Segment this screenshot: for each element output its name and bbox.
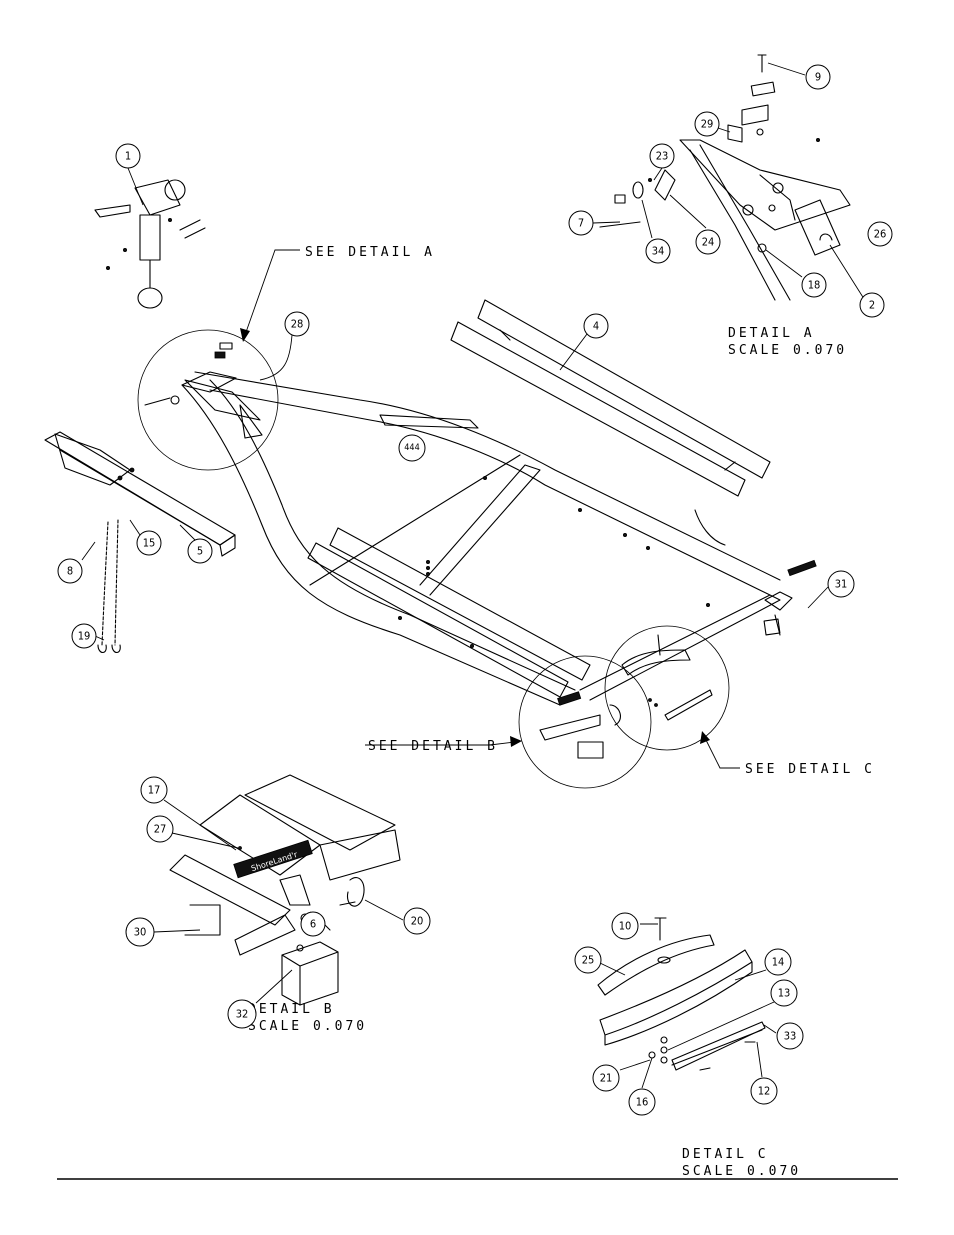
svg-text:31: 31 (835, 578, 848, 591)
svg-text:15: 15 (143, 537, 156, 550)
detail-b-title: DETAIL B (248, 1002, 335, 1017)
balloon-27: 27 (146, 815, 174, 843)
detail-b-view: ShoreLand'r (169, 774, 401, 1006)
balloon-14: 14 (764, 948, 792, 976)
callout-labels: SEE DETAIL A SEE DETAIL B SEE DETAIL C (305, 245, 875, 777)
detail-c-view (597, 917, 766, 1071)
balloon-4: 4 (583, 313, 609, 339)
balloon-20: 20 (403, 907, 431, 935)
balloon-26: 26 (867, 221, 893, 247)
svg-text:444: 444 (404, 443, 419, 453)
detail-a-title: DETAIL A (728, 326, 815, 341)
balloon-8: 8 (57, 558, 83, 584)
balloon-19: 19 (71, 623, 97, 649)
balloon-28: 28 (284, 311, 310, 337)
bunk-boards-lower (307, 527, 591, 698)
balloon-13: 13 (770, 979, 798, 1007)
see-detail-b-label: SEE DETAIL B (368, 739, 498, 754)
svg-text:16: 16 (636, 1096, 649, 1109)
see-detail-a-label: SEE DETAIL A (305, 245, 435, 260)
balloon-18: 18 (801, 272, 827, 298)
svg-text:1: 1 (125, 150, 131, 163)
balloon-34: 34 (645, 238, 671, 264)
svg-text:21: 21 (600, 1072, 613, 1085)
svg-text:23: 23 (656, 150, 669, 163)
detail-c-scale: SCALE 0.070 (682, 1164, 801, 1179)
winch-assembly (94, 179, 206, 309)
detail-b-scale: SCALE 0.070 (248, 1019, 367, 1034)
svg-text:12: 12 (758, 1085, 771, 1098)
safety-chains (97, 519, 121, 654)
svg-text:13: 13 (778, 987, 791, 1000)
svg-text:25: 25 (582, 954, 595, 967)
balloon-25: 25 (574, 946, 602, 974)
svg-text:5: 5 (197, 545, 203, 558)
balloon-5: 5 (187, 538, 213, 564)
svg-text:33: 33 (784, 1030, 797, 1043)
svg-text:17: 17 (148, 784, 161, 797)
detail-c-circle (604, 625, 730, 751)
svg-text:32: 32 (236, 1008, 249, 1021)
svg-text:4: 4 (593, 320, 599, 333)
svg-text:26: 26 (874, 228, 887, 241)
balloon-32: 32 (227, 999, 257, 1029)
bunk-boards-upper (450, 299, 771, 497)
balloon-7: 7 (568, 210, 594, 236)
svg-text:30: 30 (134, 926, 147, 939)
balloon-9: 9 (805, 64, 831, 90)
callout-leaders (240, 249, 740, 769)
balloon-33: 33 (776, 1022, 804, 1050)
balloon-15: 15 (136, 530, 162, 556)
detail-c-title: DETAIL C (682, 1147, 769, 1162)
svg-text:8: 8 (67, 565, 73, 578)
svg-text:28: 28 (291, 318, 304, 331)
svg-text:20: 20 (411, 915, 424, 928)
balloon-31: 31 (827, 570, 855, 598)
balloon-2: 2 (859, 292, 885, 318)
svg-text:27: 27 (154, 823, 167, 836)
balloon-10: 10 (611, 912, 639, 940)
svg-text:19: 19 (78, 630, 91, 643)
svg-text:14: 14 (772, 956, 785, 969)
balloon-17: 17 (140, 776, 168, 804)
svg-text:18: 18 (808, 279, 821, 292)
tongue-assembly (44, 431, 236, 557)
detail-b-circle (518, 655, 652, 789)
balloon-21: 21 (592, 1064, 620, 1092)
balloon-30: 30 (125, 917, 155, 947)
detail-a-scale: SCALE 0.070 (728, 343, 847, 358)
svg-text:10: 10 (619, 920, 632, 933)
balloon-6: 6 (300, 911, 326, 937)
svg-text:6: 6 (310, 918, 316, 931)
see-detail-c-label: SEE DETAIL C (745, 762, 875, 777)
balloon-29: 29 (694, 111, 720, 137)
svg-text:29: 29 (701, 118, 714, 131)
svg-text:24: 24 (702, 236, 715, 249)
balloon-12: 12 (750, 1077, 778, 1105)
balloon-24: 24 (695, 229, 721, 255)
trailer-frame (181, 371, 817, 706)
leader-lines (81, 62, 867, 1089)
svg-text:34: 34 (652, 245, 665, 258)
balloon-23: 23 (649, 143, 675, 169)
balloon-16: 16 (628, 1088, 656, 1116)
detail-a-circle (137, 329, 279, 471)
balloon-444: 444 (398, 434, 426, 462)
svg-text:7: 7 (578, 217, 584, 230)
balloon-1: 1 (115, 143, 141, 169)
part-balloons: 1 2 4 5 6 7 8 9 10 12 13 14 15 16 17 18 … (57, 64, 893, 1116)
detail-a-view (599, 54, 851, 301)
svg-text:9: 9 (815, 71, 821, 84)
detail-titles: DETAIL A SCALE 0.070 DETAIL B SCALE 0.07… (248, 326, 847, 1179)
svg-text:2: 2 (869, 299, 875, 312)
